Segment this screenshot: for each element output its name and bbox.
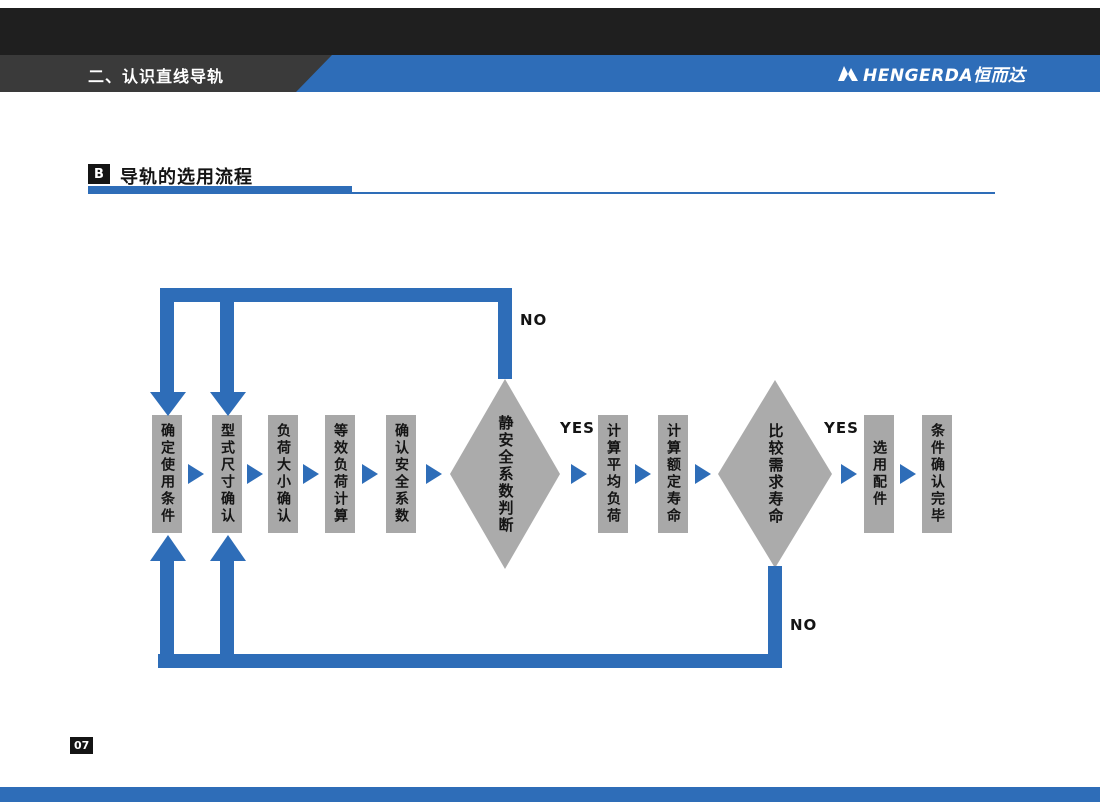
flow-step-label: 条件确认完毕 [929, 423, 945, 525]
section-rule-thin [88, 192, 995, 194]
header-blue-band [296, 55, 1100, 92]
section-rule-thick [88, 186, 352, 194]
no-label-2: NO [790, 616, 818, 634]
flow-arrow-icon [571, 464, 587, 484]
flow-step-box-load-size-confirm: 负荷大小确认 [268, 415, 298, 533]
brand-logo-text: HENGERDA恒而达 [863, 66, 1026, 86]
flow-arrow-icon [188, 464, 204, 484]
flow-step-label: 等效负荷计算 [332, 423, 348, 525]
no-loop-top-horizontal-line [160, 288, 512, 302]
section-title: 导轨的选用流程 [120, 167, 253, 188]
yes-label-2: YES [824, 419, 859, 437]
loop-arrowhead-up-icon [210, 535, 246, 561]
bottom-blue-bar [0, 787, 1100, 802]
flow-arrow-icon [695, 464, 711, 484]
flow-arrow-icon [426, 464, 442, 484]
flow-step-box-determine-conditions: 确定使用条件 [152, 415, 182, 533]
no-loop-top-drop-line-2 [220, 300, 234, 393]
no-loop-bottom-rise-line-1 [160, 560, 174, 656]
yes-label-1: YES [560, 419, 595, 437]
flow-step-label: 计算额定寿命 [665, 423, 681, 525]
top-black-bar [0, 8, 1100, 55]
flow-arrow-icon [247, 464, 263, 484]
decision-label: 比较需求寿命 [766, 423, 785, 525]
flow-step-box-select-accessories: 选用配件 [864, 415, 894, 533]
flow-arrow-icon [362, 464, 378, 484]
no-loop-top-vertical-line [498, 288, 512, 379]
no-loop-bottom-horizontal-line [158, 654, 782, 668]
loop-arrowhead-up-icon [150, 535, 186, 561]
flow-step-label: 选用配件 [871, 440, 887, 508]
page-number: 07 [70, 737, 94, 754]
no-label-1: NO [520, 311, 548, 329]
flow-arrow-icon [841, 464, 857, 484]
decision-label: 静安全系数判断 [496, 414, 515, 534]
flow-step-box-rated-life: 计算额定寿命 [658, 415, 688, 533]
flow-step-label: 负荷大小确认 [275, 423, 291, 525]
flow-step-box-confirmation-done: 条件确认完毕 [922, 415, 952, 533]
loop-arrowhead-down-icon [150, 392, 186, 416]
no-loop-bottom-vertical-line [768, 566, 782, 656]
flow-arrow-icon [900, 464, 916, 484]
no-loop-top-drop-line-1 [160, 300, 174, 393]
decision-diamond-required-life: 比较需求寿命 [718, 380, 832, 568]
header-title-block [0, 55, 332, 92]
flow-arrow-icon [635, 464, 651, 484]
flow-step-label: 确认安全系数 [393, 423, 409, 525]
loop-arrowhead-down-icon [210, 392, 246, 416]
flow-arrow-icon [303, 464, 319, 484]
flow-step-box-average-load: 计算平均负荷 [598, 415, 628, 533]
flow-step-box-safety-factor-confirm: 确认安全系数 [386, 415, 416, 533]
flow-step-label: 型式尺寸确认 [219, 423, 235, 525]
flow-step-label: 计算平均负荷 [605, 423, 621, 525]
chapter-title: 二、认识直线导轨 [88, 67, 225, 86]
decision-diamond-static-safety: 静安全系数判断 [450, 379, 560, 569]
section-badge: B [88, 164, 110, 184]
flow-step-box-type-size-confirm: 型式尺寸确认 [212, 415, 242, 533]
flow-step-label: 确定使用条件 [159, 423, 175, 525]
hengerda-logo-icon [838, 65, 858, 81]
brand-logo: HENGERDA恒而达 [838, 61, 1026, 86]
no-loop-bottom-rise-line-2 [220, 560, 234, 656]
flow-step-box-equivalent-load: 等效负荷计算 [325, 415, 355, 533]
